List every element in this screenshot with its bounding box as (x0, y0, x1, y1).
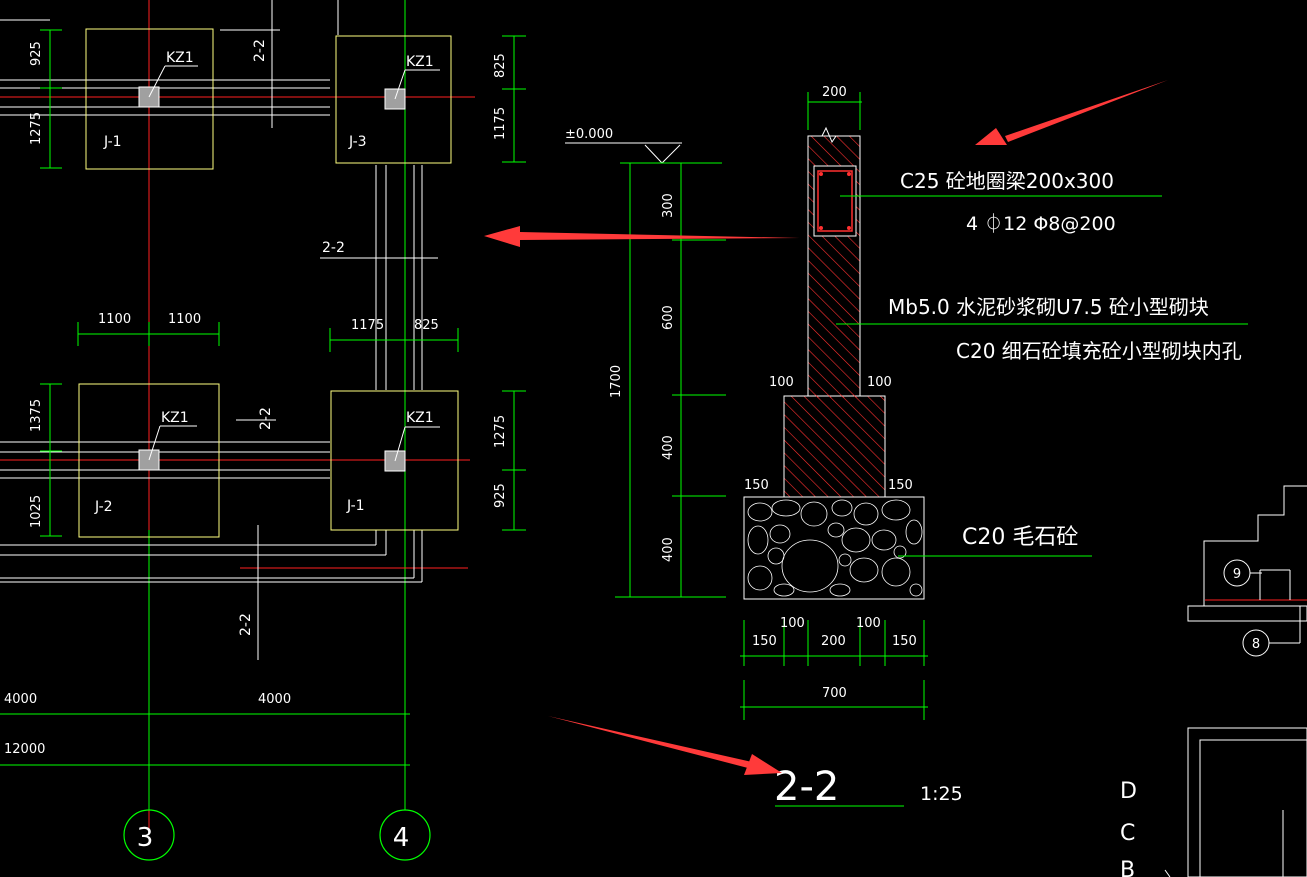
elevation-label: ±0.000 (565, 127, 613, 142)
rebar-label: 4 ⏀12 Φ8@200 (966, 212, 1116, 235)
dim-label: 100 (856, 616, 881, 631)
section-2-2: ±0.000 300 600 400 400 1700 (565, 85, 1248, 810)
dim-label: 925 (29, 41, 44, 66)
dim-label: 4000 (4, 692, 37, 707)
break-mark (808, 126, 860, 144)
section-mark: 2-2 (322, 240, 345, 256)
arrow-to-beam-head (975, 128, 1007, 145)
annotation-leaders (775, 195, 1248, 807)
section-mark: 2-2 (238, 613, 254, 636)
dim-label: 1025 (29, 495, 44, 528)
grid-letter-d: D (1120, 779, 1137, 804)
section-bottom-dims (740, 620, 928, 720)
footing-j1-bottom (330, 390, 459, 531)
dim-label: 100 (780, 616, 805, 631)
dim-label: 300 (661, 193, 676, 218)
markup-arrows (484, 80, 1168, 775)
fill-label: C20 细石砼填充砼小型砌块内孔 (956, 339, 1242, 363)
dim-label: 150 (888, 478, 913, 493)
axis-bubble-4 (379, 809, 431, 861)
axis-label-4: 4 (393, 823, 410, 853)
dim-label: 200 (822, 85, 847, 100)
detail-number-9: 9 (1233, 567, 1241, 582)
footing-label: J-3 (348, 134, 367, 150)
dim-label: 4000 (258, 692, 291, 707)
dim-label: 1175 (351, 318, 384, 333)
dim-label: 700 (822, 686, 847, 701)
dim-label: 100 (867, 375, 892, 390)
dim-label: 1100 (98, 312, 131, 327)
detail-number-8: 8 (1252, 637, 1260, 652)
dim-label: 150 (744, 478, 769, 493)
axis-label-3: 3 (137, 823, 154, 853)
dim-label: 400 (661, 435, 676, 460)
footing-label: J-2 (94, 499, 113, 515)
grid-letter-c: C (1120, 821, 1135, 846)
section-vertical-dims (615, 163, 726, 598)
masonry-label: Mb5.0 水泥砂浆砌U7.5 砼小型砌块 (888, 295, 1209, 319)
dim-label: 100 (769, 375, 794, 390)
dim-label: 825 (493, 53, 508, 78)
dim-label: 925 (493, 483, 508, 508)
column-tag: KZ1 (166, 50, 194, 66)
section-mark: 2-2 (258, 407, 274, 430)
dim-label: 1275 (493, 415, 508, 448)
adjacent-detail: 9 8 D C B (1120, 485, 1307, 877)
arrow-to-beam (1005, 80, 1168, 142)
stirrup (817, 170, 853, 232)
section-title: 2-2 (774, 764, 839, 810)
section-scale: 1:25 (920, 783, 963, 805)
arrow-to-plan-head (484, 226, 520, 247)
footing-j1-top (85, 28, 214, 170)
arrow-to-title-head (744, 754, 782, 775)
ring-beam (813, 165, 857, 237)
dim-label: 150 (892, 634, 917, 649)
column-tag: KZ1 (406, 410, 434, 426)
dim-label: 1175 (493, 107, 508, 140)
rubble-stones (747, 499, 923, 597)
column-tag: KZ1 (161, 410, 189, 426)
dim-label: 12000 (4, 742, 45, 757)
dim-label: 825 (414, 318, 439, 333)
footing-j3 (335, 35, 452, 164)
footing-label: J-1 (103, 134, 122, 150)
dim-label: 1375 (29, 399, 44, 432)
dim-label: 1275 (29, 112, 44, 145)
beam-label: C25 砼地圈梁200x300 (900, 169, 1114, 193)
arrow-to-title (548, 716, 752, 768)
dim-label: 400 (661, 537, 676, 562)
column-tag: KZ1 (406, 54, 434, 70)
dim-label: 150 (752, 634, 777, 649)
footing-j2 (78, 383, 220, 538)
section-mark: 2-2 (252, 39, 268, 62)
grid-letter-b: B (1120, 858, 1135, 877)
dim-label: 200 (821, 634, 846, 649)
dim-label: 1700 (609, 365, 624, 398)
dim-label: 600 (661, 305, 676, 330)
dim-label: 1100 (168, 312, 201, 327)
arrow-to-plan (520, 232, 800, 240)
footing-label: J-1 (346, 498, 365, 514)
axis-bubble-3 (123, 809, 175, 861)
base-label: C20 毛石砼 (962, 525, 1078, 550)
footing-step (783, 395, 886, 498)
wall-lines (0, 0, 438, 660)
foundation-plan: 3 4 KZ1 KZ1 KZ1 KZ1 J-1 J-3 J-2 J-1 2-2 … (0, 0, 526, 861)
plan-dimension-lines (0, 29, 526, 774)
